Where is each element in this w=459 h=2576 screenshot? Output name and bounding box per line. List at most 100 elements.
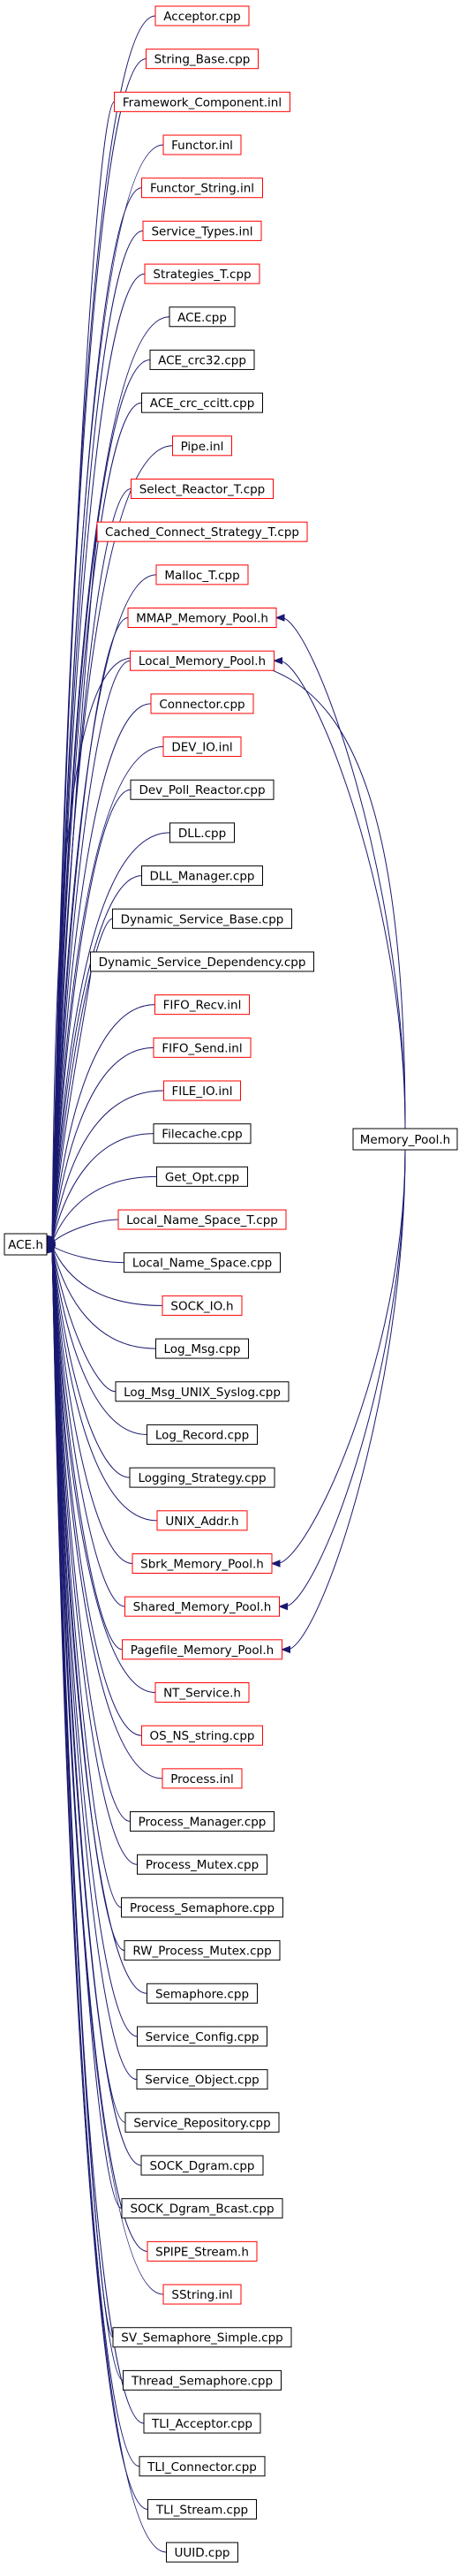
node-semaphore-cpp[interactable]: Semaphore.cpp xyxy=(147,1983,258,2004)
hub-node-memory-pool-h[interactable]: Memory_Pool.h xyxy=(352,1128,458,1151)
node-get-opt-cpp[interactable]: Get_Opt.cpp xyxy=(156,1166,248,1187)
node-local-name-space-cpp[interactable]: Local_Name_Space.cpp xyxy=(124,1252,281,1273)
node-dev-io-inl[interactable]: DEV_IO.inl xyxy=(162,737,242,758)
node-box xyxy=(112,908,292,929)
node-process-manager-cpp[interactable]: Process_Manager.cpp xyxy=(130,1811,275,1832)
node-tli-stream-cpp[interactable]: TLI_Stream.cpp xyxy=(147,2498,257,2519)
node-rw-process-mutex-cpp[interactable]: RW_Process_Mutex.cpp xyxy=(124,1940,281,1961)
node-label: Service_Repository.cpp xyxy=(133,2116,270,2130)
node-tli-acceptor-cpp[interactable]: TLI_Acceptor.cpp xyxy=(143,2413,261,2434)
node-log-msg-cpp[interactable]: Log_Msg.cpp xyxy=(155,1338,249,1359)
node-tli-connector-cpp[interactable]: TLI_Connector.cpp xyxy=(139,2456,266,2477)
node-acceptor-cpp[interactable]: Acceptor.cpp xyxy=(154,5,250,26)
node-sock-io-h[interactable]: SOCK_IO.h xyxy=(162,1295,243,1316)
node-box xyxy=(141,392,263,413)
edge-sstring-inl-to-ace-h xyxy=(51,1245,164,2295)
node-logging-strategy-cpp[interactable]: Logging_Strategy.cpp xyxy=(129,1467,275,1488)
node-malloc-t-cpp[interactable]: Malloc_T.cpp xyxy=(155,564,249,585)
node-label: SOCK_Dgram_Bcast.cpp xyxy=(130,2202,274,2217)
node-spipe-stream-h[interactable]: SPIPE_Stream.h xyxy=(147,2240,258,2262)
edge-dll-cpp-to-ace-h xyxy=(51,832,170,1243)
node-label: Pagefile_Memory_Pool.h xyxy=(131,1643,274,1658)
edge-memory-pool-h-to-pagefile-memory-pool-h xyxy=(287,1149,406,1651)
node-box xyxy=(114,91,290,112)
node-box xyxy=(137,1854,267,1875)
node-log-record-cpp[interactable]: Log_Record.cpp xyxy=(147,1424,258,1445)
node-label: Functor_String.inl xyxy=(150,182,254,196)
node-label: ACE.cpp xyxy=(177,311,227,325)
node-service-types-inl[interactable]: Service_Types.inl xyxy=(142,220,262,241)
node-box xyxy=(154,994,250,1016)
nodes-layer: Acceptor.cppString_Base.cppFramework_Com… xyxy=(90,5,314,2563)
node-process-inl[interactable]: Process.inl xyxy=(162,1768,243,1789)
node-box xyxy=(154,1682,250,1703)
node-strategies-t-cpp[interactable]: Strategies_T.cpp xyxy=(144,263,260,284)
node-sv-semaphore-simple-cpp[interactable]: SV_Semaphore_Simple.cpp xyxy=(112,2327,292,2348)
node-dll-manager-cpp[interactable]: DLL_Manager.cpp xyxy=(141,865,263,887)
node-nt-service-h[interactable]: NT_Service.h xyxy=(154,1682,250,1703)
node-label: UNIX_Addr.h xyxy=(165,1515,238,1529)
node-mmap-memory-pool-h[interactable]: MMAP_Memory_Pool.h xyxy=(127,608,277,629)
root-node-label: ACE.h xyxy=(8,1238,43,1252)
root-node-ace-h[interactable]: ACE.h xyxy=(4,1233,48,1256)
node-box xyxy=(124,2111,280,2133)
node-select-reactor-t-cpp[interactable]: Select_Reactor_T.cpp xyxy=(131,478,274,499)
edge-service-config-cpp-to-ace-h xyxy=(51,1245,138,2037)
node-string-base-cpp[interactable]: String_Base.cpp xyxy=(146,49,259,70)
arrowhead-hub-mmap-memory-pool-h xyxy=(275,614,285,622)
node-uuid-cpp[interactable]: UUID.cpp xyxy=(166,2542,238,2563)
node-box xyxy=(156,1166,248,1187)
node-file-io-inl[interactable]: FILE_IO.inl xyxy=(163,1080,241,1101)
node-ace-crc32-cpp[interactable]: ACE_crc32.cpp xyxy=(149,349,255,370)
node-label: TLI_Stream.cpp xyxy=(155,2503,248,2517)
node-functor-inl[interactable]: Functor.inl xyxy=(162,134,242,155)
edge-process-manager-cpp-to-ace-h xyxy=(51,1245,131,1823)
node-service-config-cpp[interactable]: Service_Config.cpp xyxy=(137,2026,267,2047)
node-dll-cpp[interactable]: DLL.cpp xyxy=(169,822,235,843)
node-sock-dgram-bcast-cpp[interactable]: SOCK_Dgram_Bcast.cpp xyxy=(121,2198,283,2219)
node-log-msg-unix-syslog-cpp[interactable]: Log_Msg_UNIX_Syslog.cpp xyxy=(115,1381,290,1402)
node-functor-string-inl[interactable]: Functor_String.inl xyxy=(141,178,263,199)
node-label: DLL.cpp xyxy=(178,827,226,841)
node-box xyxy=(162,737,242,758)
node-label: SOCK_IO.h xyxy=(170,1299,233,1313)
edge-file-io-inl-to-ace-h xyxy=(51,1090,164,1243)
node-ace-crc-ccitt-cpp[interactable]: ACE_crc_ccitt.cpp xyxy=(141,392,263,413)
node-unix-addr-h[interactable]: UNIX_Addr.h xyxy=(156,1510,248,1531)
node-fifo-send-inl[interactable]: FIFO_Send.inl xyxy=(153,1037,252,1058)
node-dynamic-service-base-cpp[interactable]: Dynamic_Service_Base.cpp xyxy=(112,908,292,929)
node-filecache-cpp[interactable]: Filecache.cpp xyxy=(153,1123,252,1144)
arrowhead-hub-local-memory-pool-h xyxy=(273,656,282,665)
node-service-object-cpp[interactable]: Service_Object.cpp xyxy=(136,2069,268,2090)
node-label: Shared_Memory_Pool.h xyxy=(133,1600,272,1614)
node-service-repository-cpp[interactable]: Service_Repository.cpp xyxy=(124,2111,280,2133)
node-sstring-inl[interactable]: SString.inl xyxy=(162,2284,242,2305)
arrowhead-hub-sbrk-memory-pool-h xyxy=(270,1560,281,1568)
node-label: Dynamic_Service_Dependency.cpp xyxy=(99,956,306,970)
edge-process-mutex-cpp-to-ace-h xyxy=(51,1245,138,1865)
node-label: Dynamic_Service_Base.cpp xyxy=(121,912,284,926)
node-dev-poll-reactor-cpp[interactable]: Dev_Poll_Reactor.cpp xyxy=(130,779,275,800)
node-process-semaphore-cpp[interactable]: Process_Semaphore.cpp xyxy=(121,1897,283,1918)
node-connector-cpp[interactable]: Connector.cpp xyxy=(150,693,254,714)
node-framework-component-inl[interactable]: Framework_Component.inl xyxy=(114,91,290,112)
node-box xyxy=(146,49,259,70)
node-ace-cpp[interactable]: ACE.cpp xyxy=(169,306,236,328)
node-label: OS_NS_string.cpp xyxy=(150,1729,255,1743)
node-sbrk-memory-pool-h[interactable]: Sbrk_Memory_Pool.h xyxy=(132,1552,273,1574)
node-local-memory-pool-h[interactable]: Local_Memory_Pool.h xyxy=(130,650,275,671)
node-cached-connect-strategy-t-cpp[interactable]: Cached_Connect_Strategy_T.cpp xyxy=(96,521,308,542)
node-box xyxy=(156,1510,248,1531)
node-dynamic-service-dependency-cpp[interactable]: Dynamic_Service_Dependency.cpp xyxy=(90,951,314,972)
node-local-name-space-t-cpp[interactable]: Local_Name_Space_T.cpp xyxy=(117,1209,287,1230)
node-label: Semaphore.cpp xyxy=(155,1987,249,2001)
node-pipe-inl[interactable]: Pipe.inl xyxy=(172,435,232,457)
node-pagefile-memory-pool-h[interactable]: Pagefile_Memory_Pool.h xyxy=(122,1639,282,1660)
node-process-mutex-cpp[interactable]: Process_Mutex.cpp xyxy=(137,1854,267,1875)
node-sock-dgram-cpp[interactable]: SOCK_Dgram.cpp xyxy=(140,2155,264,2176)
node-fifo-recv-inl[interactable]: FIFO_Recv.inl xyxy=(154,994,250,1016)
node-shared-memory-pool-h[interactable]: Shared_Memory_Pool.h xyxy=(124,1596,280,1617)
node-os-ns-string-cpp[interactable]: OS_NS_string.cpp xyxy=(141,1725,263,1746)
node-thread-semaphore-cpp[interactable]: Thread_Semaphore.cpp xyxy=(123,2369,282,2391)
node-box xyxy=(162,2284,242,2305)
